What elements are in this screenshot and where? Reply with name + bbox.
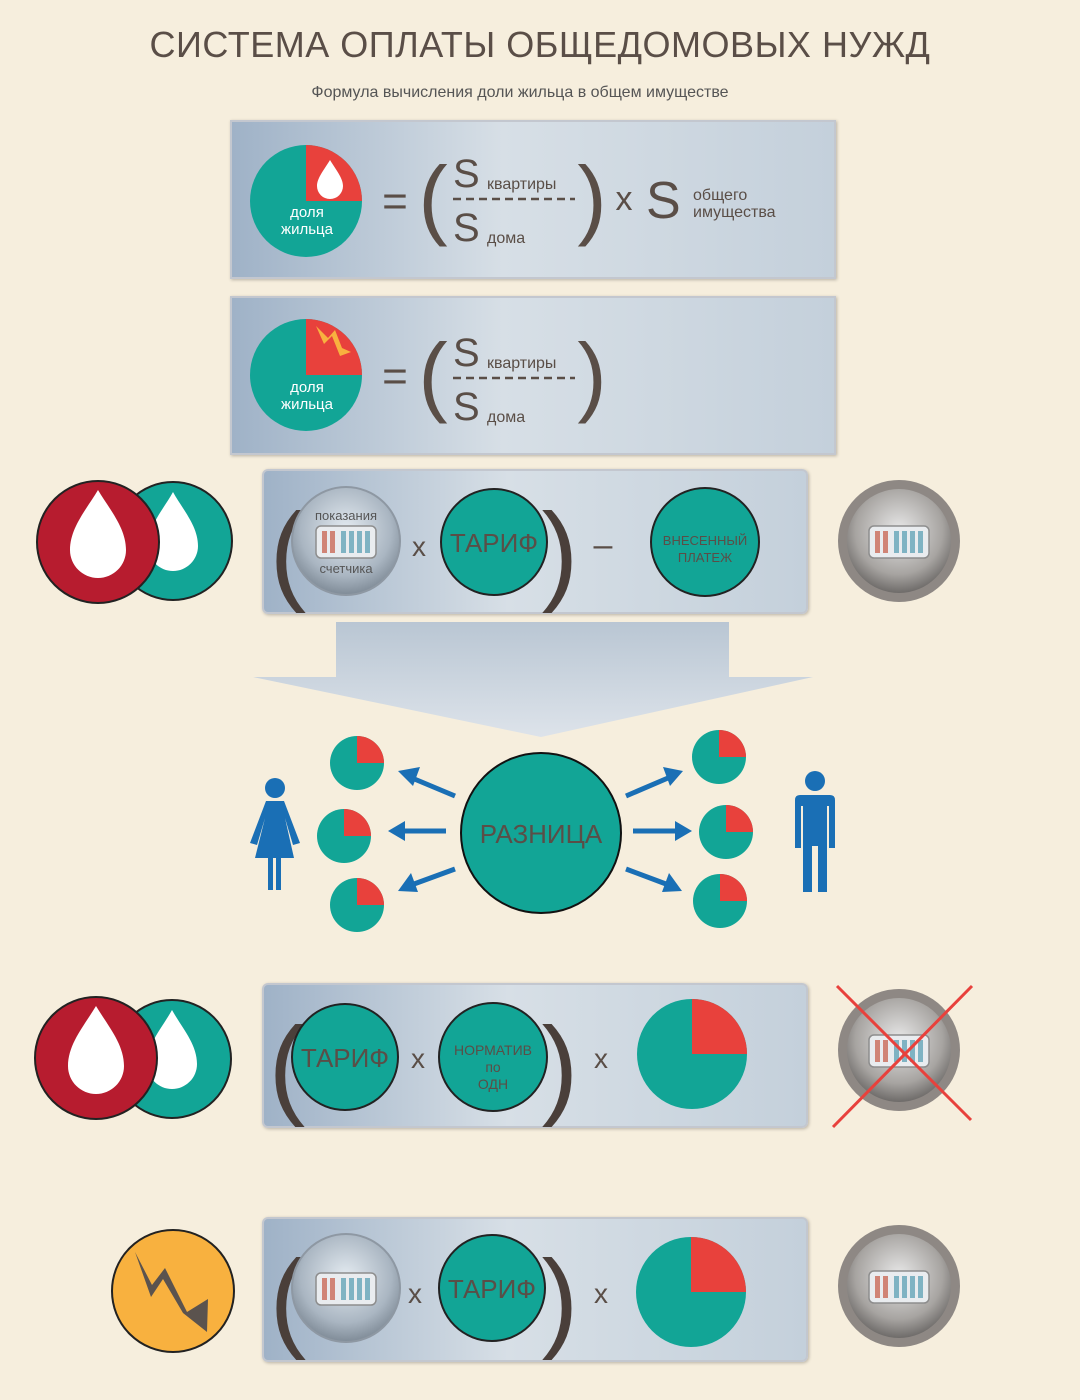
s-apartment-label: квартиры xyxy=(487,355,556,372)
s-apartment-label: квартиры xyxy=(487,176,556,193)
tariff-circle xyxy=(291,1003,399,1111)
electricity-meter-icon xyxy=(291,1233,401,1343)
equals-sign: = xyxy=(382,177,408,226)
tariff-circle xyxy=(438,1234,546,1342)
lightning-icon xyxy=(316,326,351,356)
cross-out-line xyxy=(831,984,974,1129)
page-subtitle: Формула вычисления доли жильца в общем и… xyxy=(311,84,729,101)
tenant-share-pie-water xyxy=(250,145,362,257)
times-sign: х xyxy=(411,1043,425,1074)
s-apartment-symbol: S xyxy=(453,331,480,375)
payment-label-line1: ВНЕСЕННЫЙ xyxy=(663,533,747,548)
meter-label-top: показания xyxy=(315,508,377,523)
close-parenthesis: ) xyxy=(542,1238,579,1361)
no-meter-icon xyxy=(831,984,974,1129)
s-common-label-line1: общего xyxy=(693,187,747,204)
s-house-symbol: S xyxy=(453,385,480,429)
difference-label: РАЗНИЦА xyxy=(480,819,603,849)
pie-label-line2: жильца xyxy=(281,396,334,413)
meter-label-bottom: счетчика xyxy=(319,561,373,576)
minus-sign: – xyxy=(594,526,613,564)
norm-circle xyxy=(438,1002,548,1112)
close-parenthesis: ) xyxy=(542,491,579,614)
hot-cold-water-icon xyxy=(34,996,232,1120)
woman-icon xyxy=(250,778,300,890)
share-pie xyxy=(330,878,384,932)
share-pie xyxy=(317,809,371,863)
tariff-circle xyxy=(440,488,548,596)
norm-label-line1: НОРМАТИВ xyxy=(454,1042,532,1058)
tenant-share-pie-electricity xyxy=(250,319,362,431)
times-sign: х xyxy=(616,180,633,218)
page-title: СИСТЕМА ОПЛАТЫ ОБЩЕДОМОВЫХ НУЖД xyxy=(149,24,931,65)
pie-label-line2: жильца xyxy=(281,221,334,238)
water-drop-icon xyxy=(317,160,343,199)
lightning-icon xyxy=(135,1252,208,1332)
norm-label-line2: по xyxy=(485,1059,501,1075)
close-parenthesis: ) xyxy=(542,1005,579,1128)
s-common-label-line2: имущества xyxy=(693,204,776,221)
norm-label-line3: ОДН xyxy=(478,1076,508,1092)
share-pie xyxy=(692,730,746,784)
electricity-meter-icon xyxy=(838,1225,960,1347)
arrow-right-down xyxy=(625,866,682,892)
times-sign: х xyxy=(594,1043,608,1074)
s-house-label: дома xyxy=(487,230,525,247)
arrow-right-up xyxy=(625,767,683,799)
electricity-icon xyxy=(111,1229,235,1353)
arrow-left-up xyxy=(398,767,456,799)
s-apartment-symbol: S xyxy=(453,152,480,196)
share-pie xyxy=(330,736,384,790)
s-house-label: дома xyxy=(487,409,525,426)
pie-label-line1: доля xyxy=(290,379,324,396)
difference-circle xyxy=(460,752,622,914)
arrow-right xyxy=(633,821,692,841)
payment-label-line2: ПЛАТЕЖ xyxy=(678,550,732,565)
open-parenthesis: ( xyxy=(418,325,447,424)
tariff-label: ТАРИФ xyxy=(448,1274,536,1304)
distribution-arrows xyxy=(388,767,692,892)
s-house-symbol: S xyxy=(453,206,480,250)
payment-circle xyxy=(650,487,760,597)
arrow-left-down xyxy=(398,866,456,892)
meter-reading-icon xyxy=(291,486,401,596)
down-arrow xyxy=(253,622,813,737)
equals-sign: = xyxy=(382,352,408,401)
hot-cold-water-icon xyxy=(36,480,233,604)
tariff-label: ТАРИФ xyxy=(301,1043,389,1073)
times-sign: х xyxy=(412,531,426,562)
tenant-share-pie xyxy=(636,1237,746,1347)
s-common-symbol: S xyxy=(646,172,681,230)
times-sign: х xyxy=(408,1278,422,1309)
pie-label-line1: доля xyxy=(290,204,324,221)
tenant-share-pie xyxy=(637,999,747,1109)
share-pie xyxy=(699,805,753,859)
man-icon xyxy=(795,771,835,892)
tariff-label: ТАРИФ xyxy=(450,528,538,558)
water-meter-icon xyxy=(838,480,960,602)
close-parenthesis: ) xyxy=(577,325,606,424)
formula-panel-electricity-share xyxy=(230,296,836,455)
share-pie xyxy=(693,874,747,928)
close-parenthesis: ) xyxy=(577,148,606,247)
times-sign: х xyxy=(594,1278,608,1309)
open-parenthesis: ( xyxy=(418,148,447,247)
arrow-left xyxy=(388,821,446,841)
